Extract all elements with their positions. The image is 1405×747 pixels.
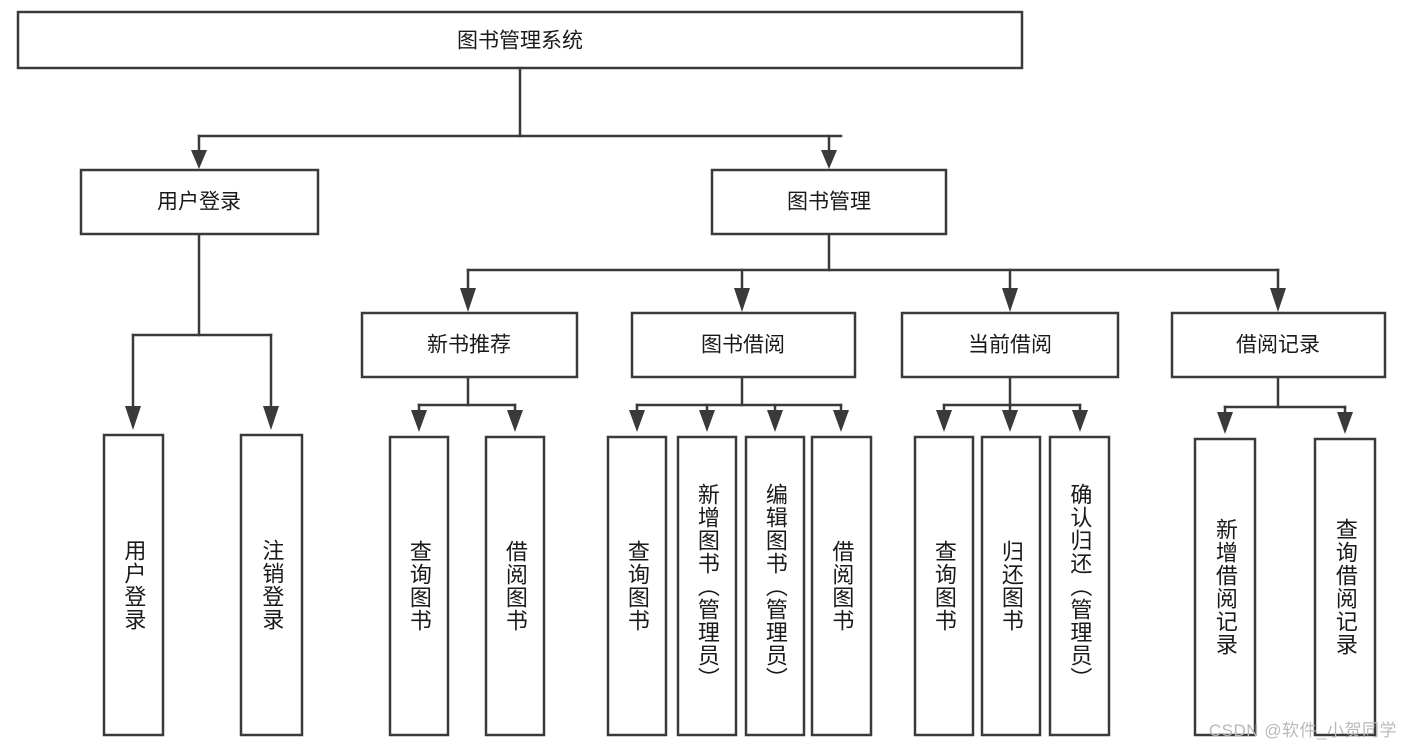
- connector-root-to-level2: [191, 66, 843, 169]
- leaf-bookborrow-borrow[interactable]: [810, 435, 873, 737]
- connector-bookborrow-to-leaves: [629, 375, 849, 432]
- connector-userlogin-to-leaves: [125, 232, 279, 430]
- node-borrow-record[interactable]: [1170, 311, 1387, 379]
- connector-borrowrecord-to-leaves: [1217, 375, 1353, 434]
- node-root[interactable]: [16, 10, 1024, 70]
- node-book-management[interactable]: [710, 168, 948, 236]
- node-book-borrow[interactable]: [630, 311, 857, 379]
- node-new-book-recommend-label: 新书推荐: [427, 334, 511, 357]
- leaf-newbook-query[interactable]: [388, 435, 450, 737]
- leaf-currentborrow-confirm[interactable]: [1048, 435, 1111, 737]
- node-current-borrow[interactable]: [900, 311, 1120, 379]
- leaf-bookborrow-edit[interactable]: [744, 435, 806, 737]
- node-user-login-label: 用户登录: [157, 191, 241, 214]
- leaf-currentborrow-query[interactable]: [913, 435, 975, 737]
- leaf-newbook-borrow[interactable]: [484, 435, 546, 737]
- node-book-management-label: 图书管理: [787, 191, 871, 214]
- csdn-watermark: CSDN @软件_小贺同学: [1208, 721, 1397, 740]
- leaf-bookborrow-add[interactable]: [676, 435, 738, 737]
- leaf-user-login-login[interactable]: [102, 433, 165, 737]
- node-book-borrow-label: 图书借阅: [701, 334, 785, 357]
- leaf-user-login-logout[interactable]: [239, 433, 304, 737]
- node-new-book-recommend[interactable]: [360, 311, 579, 379]
- node-root-label: 图书管理系统: [457, 30, 583, 53]
- leaf-currentborrow-return[interactable]: [980, 435, 1042, 737]
- node-current-borrow-label: 当前借阅: [968, 334, 1052, 357]
- leaf-borrowrecord-add[interactable]: [1193, 437, 1257, 737]
- leaf-bookborrow-query[interactable]: [606, 435, 668, 737]
- node-user-login[interactable]: [79, 168, 320, 236]
- connector-currentborrow-to-leaves: [936, 375, 1088, 432]
- connector-bookmgmt-to-level3: [460, 232, 1286, 312]
- connector-newbook-to-leaves: [411, 375, 523, 432]
- node-borrow-record-label: 借阅记录: [1236, 334, 1320, 357]
- leaf-borrowrecord-query[interactable]: [1313, 437, 1377, 737]
